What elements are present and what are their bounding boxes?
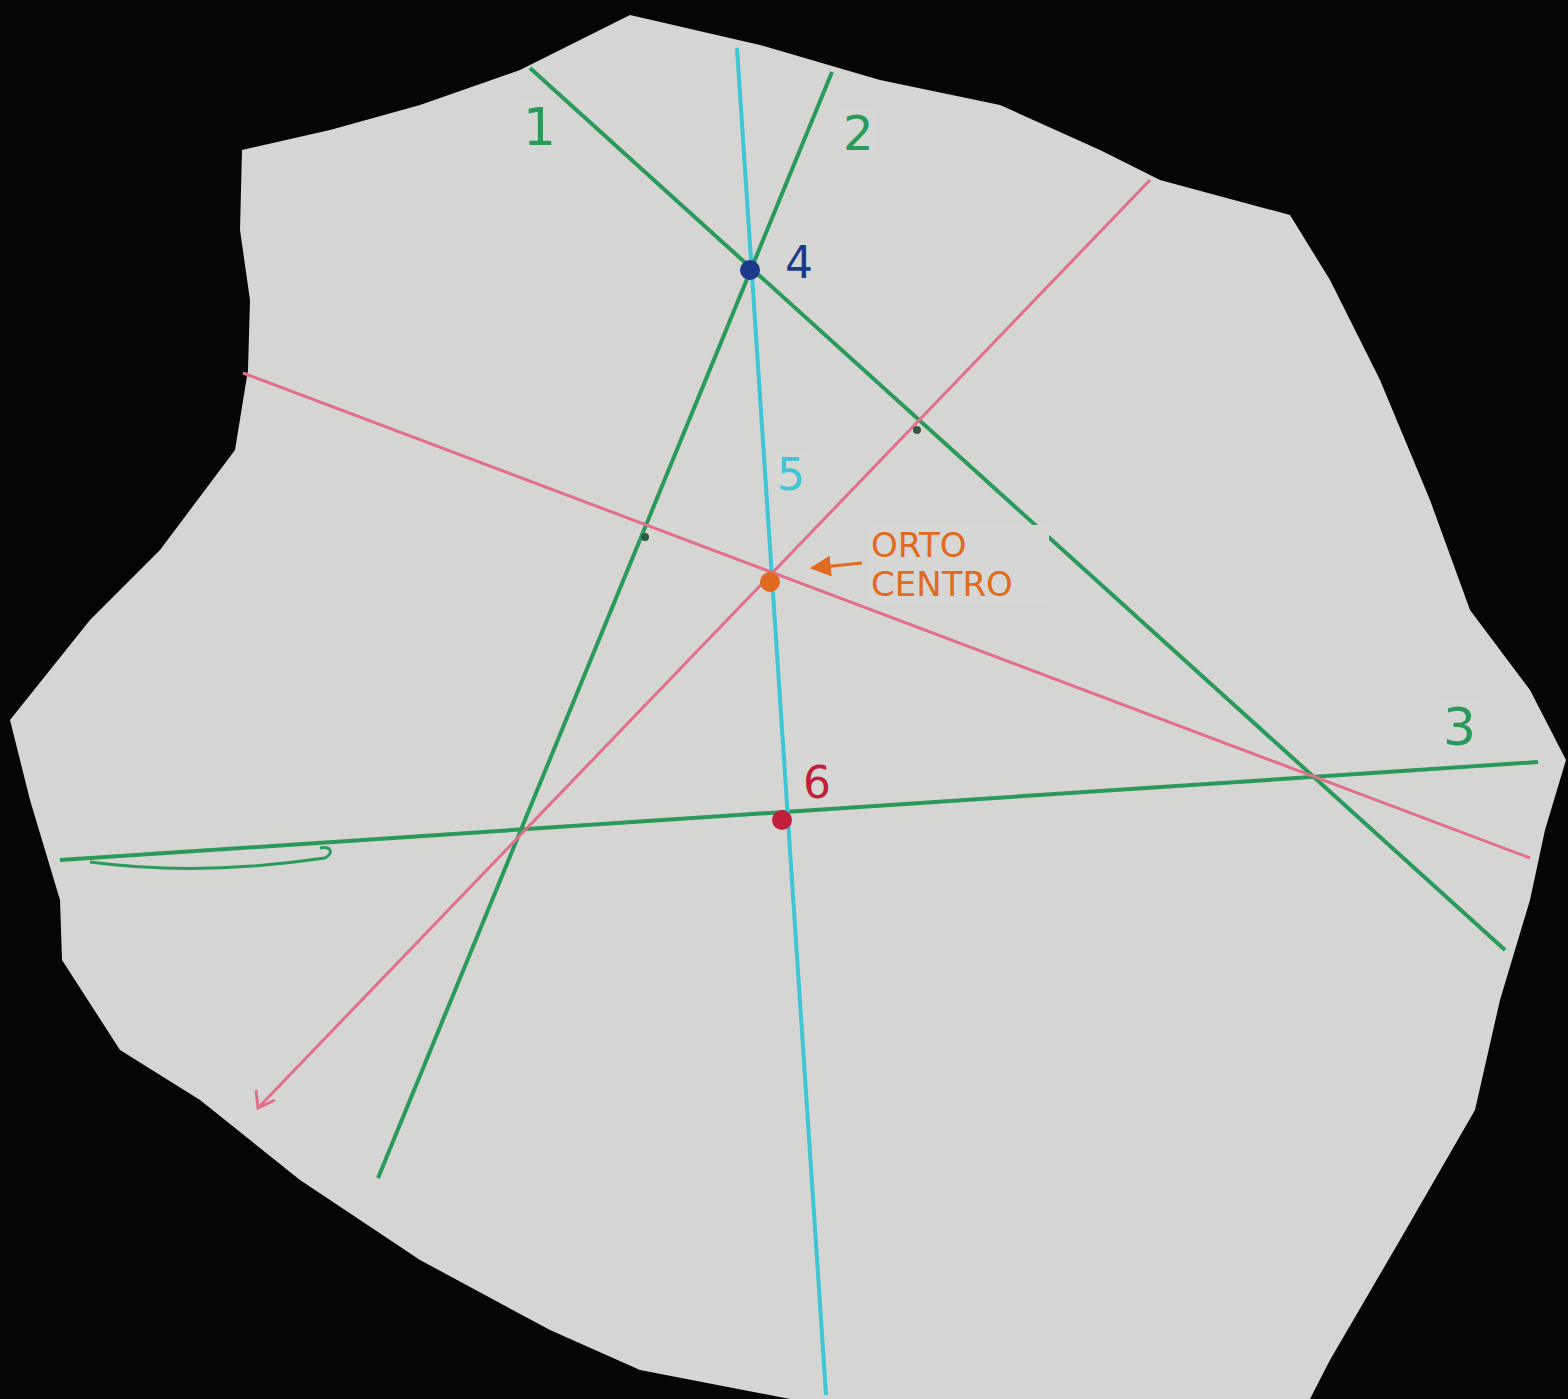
orthocenter-point (760, 572, 780, 592)
altitude-line (243, 373, 1530, 858)
callout-number: 5 (774, 452, 808, 498)
label-anchor: 3 (1440, 700, 1479, 754)
label-anchor: 6 (800, 760, 834, 806)
intersection-dot (913, 426, 921, 434)
vertex-point (740, 260, 760, 280)
label-anchor: 4 (782, 240, 816, 286)
intersection-dot (641, 533, 649, 541)
callout-number: 1 (520, 100, 559, 154)
torn-paper (10, 15, 1566, 1399)
altitude-line (737, 48, 826, 1395)
label-anchor: 5 (774, 452, 808, 498)
side-line (378, 72, 832, 1178)
arrow-tip (256, 1090, 275, 1108)
callout-number: 2 (840, 108, 877, 158)
label-anchor: 2 (840, 108, 877, 158)
label-anchor: 1 (520, 100, 559, 154)
callout-number: 4 (782, 240, 816, 286)
altitude-line (258, 180, 1150, 1108)
callout-text: ORTO CENTRO (868, 525, 1049, 605)
callout-number: 6 (800, 760, 834, 806)
pen-scribble (90, 848, 330, 869)
foot-point (772, 810, 792, 830)
leader-arrow (812, 563, 862, 568)
label-anchor: ORTO CENTRO (868, 525, 1049, 605)
callout-number: 3 (1440, 700, 1479, 754)
